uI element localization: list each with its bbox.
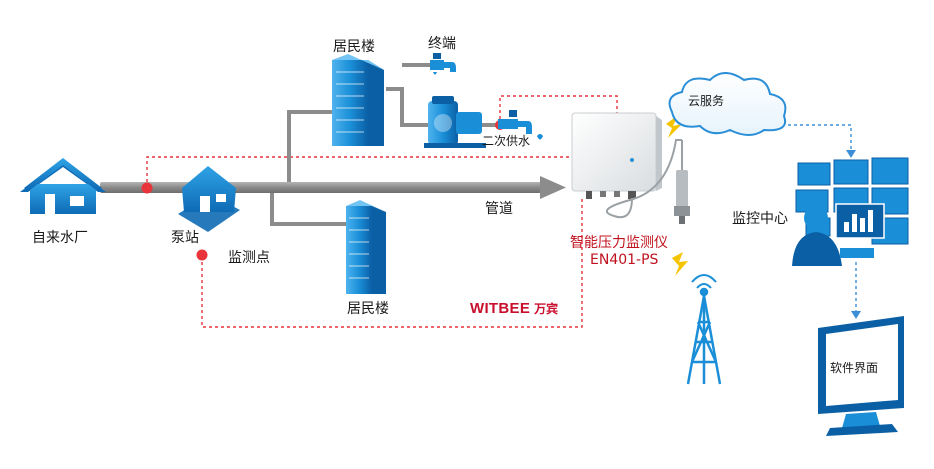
cloud-service-label: 云服务 (688, 94, 725, 108)
secondary-supply-label: 二次供水 (482, 134, 531, 148)
software-ui-label: 软件界面 (830, 361, 879, 375)
signal-path-red (146, 95, 618, 328)
pump-station-label: 泵站 (171, 230, 199, 246)
terminal-faucet-icon (430, 53, 456, 75)
pipeline-label: 管道 (485, 201, 513, 217)
network-path-blue (770, 124, 857, 313)
residential-bottom-label: 居民楼 (347, 301, 389, 317)
monitor-point-label: 监测点 (228, 250, 270, 266)
terminal-label: 终端 (428, 36, 456, 52)
monitor-point-dot (141, 182, 153, 194)
pump-icon (424, 96, 486, 148)
monitoring-center-label: 监控中心 (732, 211, 788, 227)
residential-building-top-icon (332, 54, 384, 146)
lightning-icon (666, 115, 682, 138)
pressure-monitor-device-icon (571, 112, 662, 199)
water-plant-house-icon (20, 158, 106, 214)
main-pipeline (100, 176, 566, 199)
secondary-supply-faucet-icon (498, 110, 543, 140)
arrow-to-monitor-wall (846, 150, 856, 158)
arrow-to-software (851, 311, 861, 319)
residential-top-label: 居民楼 (333, 39, 375, 55)
monitor-wall-icon (792, 157, 909, 266)
pressure-sensor-icon (605, 139, 690, 224)
tower-icon (686, 274, 722, 385)
device-name-label: 智能压力监测仪 (570, 235, 668, 251)
brand-name: WITBEE (470, 300, 531, 317)
lightning-icon (672, 252, 688, 276)
branch-pipes (270, 63, 498, 226)
brand-name-cn: 万宾 (534, 302, 559, 316)
cloud-icon (668, 72, 787, 136)
device-model-label: EN401-PS (590, 252, 659, 268)
residential-building-bottom-icon (346, 200, 386, 294)
pump-station-house-icon (178, 166, 240, 232)
monitor-point-dot (196, 249, 208, 261)
water-plant-label: 自来水厂 (32, 230, 88, 246)
software-monitor-icon (818, 316, 904, 436)
